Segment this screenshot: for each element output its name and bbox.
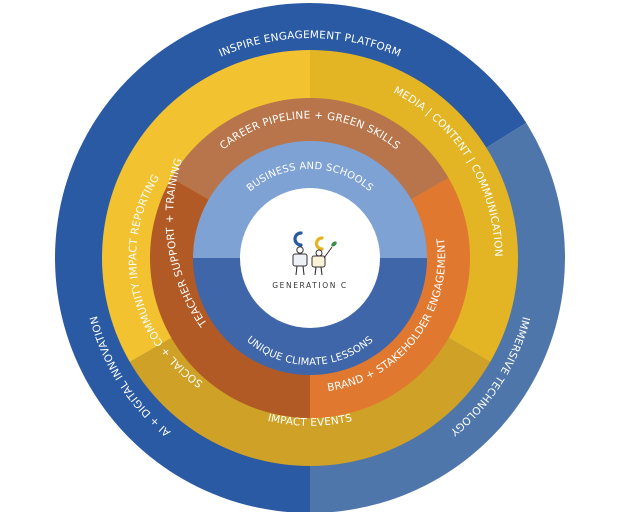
generation-c-figures-icon (292, 231, 337, 276)
label-impact-events: IMPACT EVENTS (267, 412, 354, 429)
logo-wordmark: GENERATION C (272, 281, 347, 290)
center-disc (240, 188, 380, 328)
generation-c-logo: GENERATION C (272, 231, 347, 290)
